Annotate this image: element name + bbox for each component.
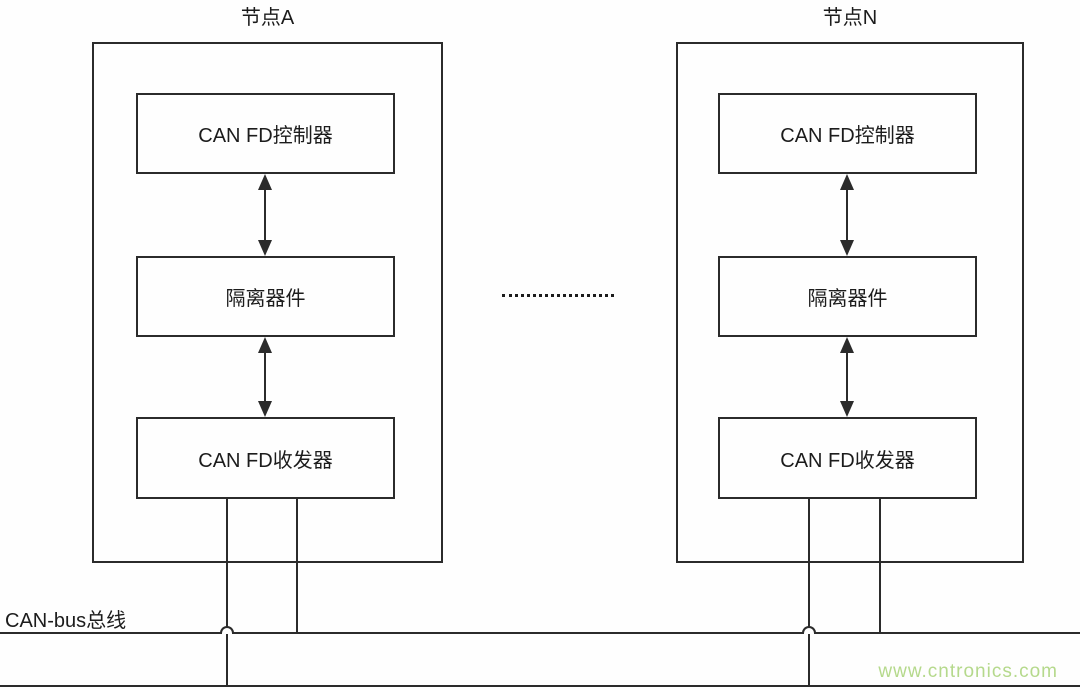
watermark-text: www.cntronics.com [878, 661, 1058, 682]
node-n-isolator-label: 隔离器件 [807, 288, 888, 310]
can-bus-line-bottom [0, 685, 1080, 687]
arrow-shaft [264, 349, 266, 405]
more-nodes-ellipsis-dots-icon [502, 294, 614, 297]
arrow-head-up-icon [840, 337, 854, 353]
node-a-transceiver-label: CAN FD收发器 [198, 449, 333, 472]
node-a-outer-box [92, 42, 443, 563]
arrow-shaft [846, 186, 848, 244]
arrow-head-down-icon [258, 240, 272, 256]
arrow-head-up-icon [258, 337, 272, 353]
arrow-head-down-icon [258, 401, 272, 417]
node-n-canh-wire-upper [808, 498, 810, 627]
can-bus-label: CAN-bus总线 [5, 610, 127, 632]
node-a-isolator-label: 隔离器件 [225, 288, 306, 310]
arrow-head-up-icon [258, 174, 272, 190]
arrow-head-down-icon [840, 240, 854, 256]
node-n-title: 节点N [822, 7, 878, 29]
node-a-controller-box: CAN FD控制器 [136, 93, 395, 174]
node-a-isolator-transceiver-double-arrow-icon [258, 337, 272, 417]
node-a-canl-wire [296, 498, 298, 634]
node-n-transceiver-box: CAN FD收发器 [718, 417, 977, 499]
arrow-shaft [264, 186, 266, 244]
node-a-title: 节点A [240, 7, 295, 29]
can-bus-line-top [0, 632, 1080, 634]
node-n-outer-box [676, 42, 1024, 563]
node-n-canl-wire [879, 498, 881, 634]
arrow-head-up-icon [840, 174, 854, 190]
node-a-canh-wire-lower [226, 634, 228, 687]
node-n-controller-label: CAN FD控制器 [780, 125, 915, 147]
node-n-canh-wire-lower [808, 634, 810, 687]
node-a-isolator-box: 隔离器件 [136, 256, 395, 337]
node-a-canh-wire-upper [226, 498, 228, 627]
node-n-wire-crossover-hop-icon [802, 626, 816, 634]
node-n-transceiver-label: CAN FD收发器 [780, 449, 915, 472]
arrow-head-down-icon [840, 401, 854, 417]
node-n-isolator-transceiver-double-arrow-icon [840, 337, 854, 417]
node-a-wire-crossover-hop-icon [220, 626, 234, 634]
node-n-controller-box: CAN FD控制器 [718, 93, 977, 174]
arrow-shaft [846, 349, 848, 405]
node-a-controller-label: CAN FD控制器 [198, 125, 333, 147]
node-n-controller-isolator-double-arrow-icon [840, 174, 854, 256]
node-a-transceiver-box: CAN FD收发器 [136, 417, 395, 499]
node-n-isolator-box: 隔离器件 [718, 256, 977, 337]
node-a-controller-isolator-double-arrow-icon [258, 174, 272, 256]
